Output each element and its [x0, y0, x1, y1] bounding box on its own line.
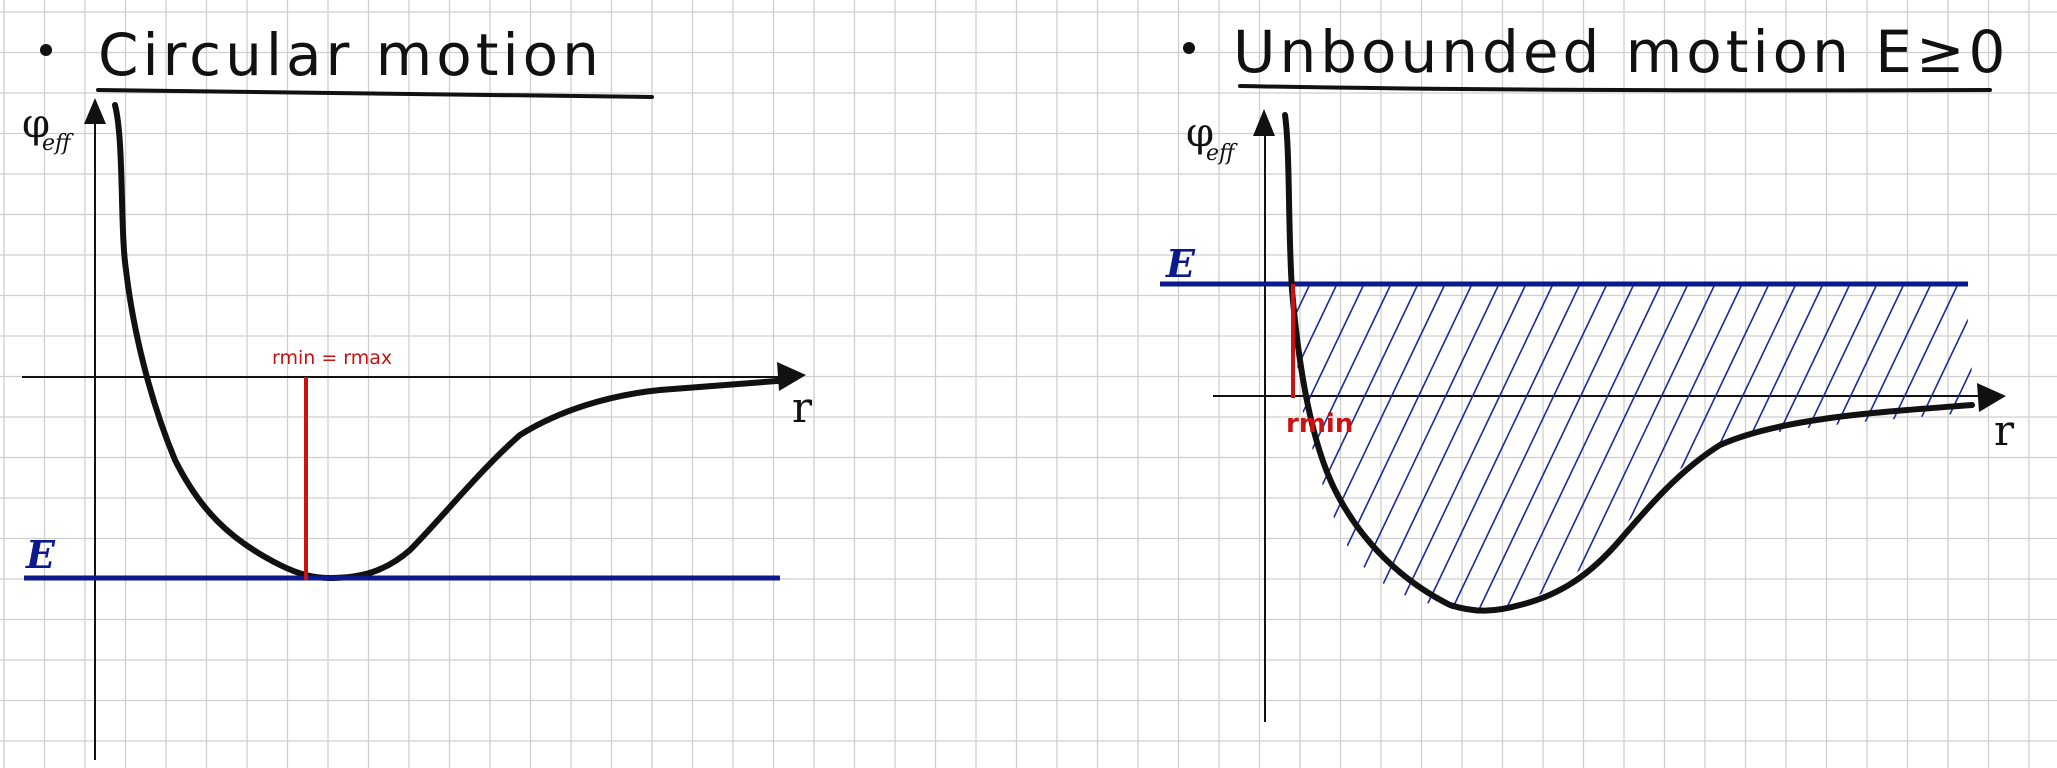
- arrow-right-icon: [1977, 383, 2006, 412]
- y-axis-label: φ: [1186, 110, 1214, 156]
- hatch-stroke: [1419, 284, 1581, 611]
- hatch-stroke: [1770, 284, 1932, 611]
- hatch-stroke: [1662, 284, 1824, 611]
- panel-title: Unbounded motion E≥0: [1233, 18, 2009, 86]
- hatch-stroke: [1581, 284, 1743, 611]
- hatch-stroke: [1527, 284, 1689, 611]
- bullet-icon: [1183, 42, 1195, 54]
- hatch-stroke: [1905, 284, 1975, 611]
- hatch-stroke: [1743, 284, 1905, 611]
- y-axis-label-sub: eff: [1206, 141, 1238, 166]
- rmin-rmax-label: rmin = rmax: [272, 347, 392, 369]
- hatch-stroke: [1878, 284, 1975, 611]
- hatch-stroke: [1292, 284, 1419, 611]
- hatch-stroke: [1311, 284, 1473, 611]
- panel-circular-motion: Circular motion φ eff r E rmin = rmax: [22, 21, 813, 760]
- energy-label: E: [1165, 241, 1196, 286]
- hatch-stroke: [1292, 284, 1365, 611]
- y-axis-label-sub: eff: [42, 131, 74, 156]
- hatch-stroke: [1635, 284, 1797, 611]
- potential-curve: [1282, 112, 1975, 614]
- hatch-stroke: [1716, 284, 1878, 611]
- title-underline: [1238, 84, 1992, 93]
- hatch-stroke: [1292, 284, 1392, 611]
- hatch-stroke: [1554, 284, 1716, 611]
- hatch-stroke: [1473, 284, 1635, 611]
- title-underline: [96, 88, 654, 99]
- hatch-stroke: [1824, 284, 1975, 611]
- x-axis-label: r: [1994, 406, 2015, 455]
- y-axis-label: φ: [22, 101, 50, 147]
- bullet-icon: [40, 44, 52, 56]
- hatch-stroke: [1851, 284, 1975, 611]
- hatch-stroke: [1338, 284, 1500, 611]
- hatch-stroke: [1446, 284, 1608, 611]
- hatch-stroke: [1292, 284, 1446, 611]
- panel-title: Circular motion: [98, 21, 603, 89]
- hatched-region: [1292, 284, 1975, 611]
- arrow-up-icon: [1253, 109, 1275, 136]
- arrow-up-icon: [84, 98, 106, 124]
- rmin-label: rmin: [1286, 409, 1353, 439]
- panel-unbounded-motion: Unbounded motion E≥0 φ eff r E: [1160, 18, 2015, 722]
- hatch-stroke: [1608, 284, 1770, 611]
- arrow-right-icon: [777, 362, 806, 391]
- potential-curve: [112, 102, 793, 581]
- hatch-stroke: [1292, 284, 1311, 611]
- hatch-stroke: [1797, 284, 1959, 611]
- energy-label: E: [25, 532, 56, 577]
- hatch-stroke: [1365, 284, 1527, 611]
- hatch-stroke: [1500, 284, 1662, 611]
- hatch-stroke: [1392, 284, 1554, 611]
- hatch-stroke: [1292, 284, 1338, 611]
- x-axis-label: r: [792, 383, 813, 432]
